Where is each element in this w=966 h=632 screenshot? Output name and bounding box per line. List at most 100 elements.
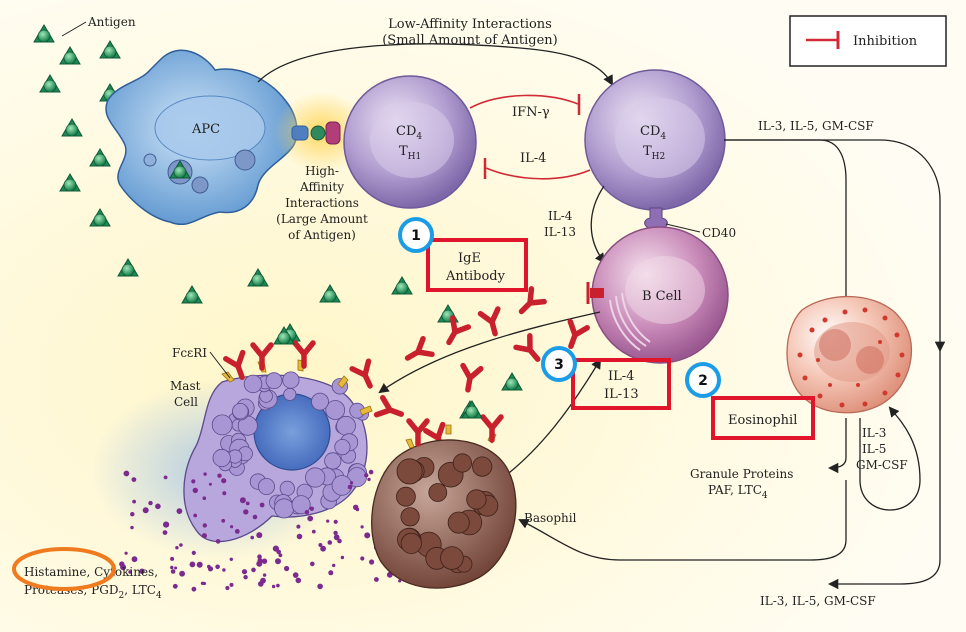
mediator-particle [163,521,170,528]
granule [324,452,342,470]
mediator-particle [360,525,364,529]
mediator-particle [124,551,128,555]
mediator-particle [347,484,353,490]
basophil-granules [395,453,499,574]
mediator-particle [349,481,354,485]
marker-2: 2 [685,362,721,398]
mediator-particle [174,566,178,570]
mediator-particle [148,500,153,506]
eosinophil-box: Eosinophil [711,396,815,440]
mediator-particle [191,586,197,592]
b-cell-label: B Cell [642,289,682,304]
mediator-particle [163,475,168,480]
mediator-particle [333,534,340,541]
mediator-particle [202,496,207,501]
th1-cell: CD4 TH1 [343,75,477,209]
granule [282,371,300,389]
mediator-particle [215,539,221,544]
granule [325,400,346,420]
svg-text:High-: High- [305,164,339,178]
mediator-particle [130,525,134,530]
mediator-particle [326,519,330,523]
degranulation-particles [119,469,413,592]
eos-right-line1: IL-3 [862,426,886,440]
mediator-particle [310,561,315,567]
mediator-particle [225,585,230,591]
mediator-particle [360,556,365,561]
mediator-particle [271,584,276,589]
granule [447,511,470,534]
low-affinity-line1: Low-Affinity Interactions [388,17,552,32]
legend: Inhibition [789,15,947,67]
mediator-particle [189,561,196,568]
mediator-particle [296,524,301,529]
granule [452,453,472,473]
granule [279,480,295,496]
mediator-particle [333,519,338,524]
mediator-particle [139,568,145,574]
mediator-particle [230,525,234,529]
mediator-particle [201,533,207,539]
marker-3: 3 [541,346,577,382]
mediator-particle [260,577,266,584]
mediator-particle [250,535,254,540]
high-affinity-label: High- Affinity Interactions (Large Amoun… [276,164,368,242]
mediator-particle [256,560,263,567]
mediator-particle [193,513,198,518]
mediator-particle [207,566,214,572]
antigen-field: Antigen [33,15,523,419]
antigen-label: Antigen [87,15,136,29]
bottom-right-arrow [827,350,941,590]
fceri-label: FcεRI [172,346,207,360]
mediator-particle [261,558,268,564]
granule [212,448,231,468]
mediator-particle [262,573,267,577]
low-affinity-arrow [257,43,613,86]
mediator-particle [243,575,248,580]
svg-text:(Large Amount: (Large Amount [276,212,368,226]
eosinophil-autocrine-arrow [859,406,921,511]
cd40-connector: CD40 [644,207,736,240]
granule [336,415,356,436]
mediator-particle [142,507,149,514]
granule-line2: PAF, LTC4 [708,483,768,501]
eosinophil-label: Eosinophil [728,413,797,428]
apc-cell: APC [105,49,298,225]
mediator-particle [221,518,226,523]
granule [232,403,249,420]
basophil-cell [371,400,517,589]
mediator-particle [333,530,338,536]
granule [274,498,295,519]
mediator-text: Histamine, Cytokines, Proteases, PGD2, L… [24,565,162,601]
mediator-particle [307,515,314,522]
mediator-particle [245,501,250,506]
mediator-particle [317,583,323,590]
mediator-particle [243,509,249,515]
svg-text:Affinity: Affinity [299,180,344,194]
mediator-particle [132,499,137,504]
ige-box: IgE Antibody [426,238,528,292]
mediator-particle [353,504,359,510]
b-cell: B Cell [591,226,729,364]
th1-cd: CD4 [396,124,422,142]
legend-label: Inhibition [853,34,918,49]
ige-line2: Antibody [445,269,506,284]
mast-label-2: Cell [174,395,198,409]
mediator-particle [191,550,196,556]
mediator-particle [259,502,265,508]
eos-right-line2: IL-5 [862,442,886,456]
il4-box-line1: IL-4 [608,369,634,384]
histamine-highlight [12,547,116,591]
mediator-particle [318,543,323,547]
mediator-particle [123,470,130,477]
il4-il13-box: IL-4 IL-13 [571,358,671,410]
mediator-particle [276,549,282,555]
mediator-particle [241,569,248,575]
mast-granules [211,371,370,519]
basophil-label: Basophil [524,511,577,525]
il3-bottom-label: IL-3, IL-5, GM-CSF [760,594,876,608]
mediator-particle [304,510,310,515]
mediator-particle [234,529,240,534]
basophil-to-bcell-arrow [499,358,602,481]
